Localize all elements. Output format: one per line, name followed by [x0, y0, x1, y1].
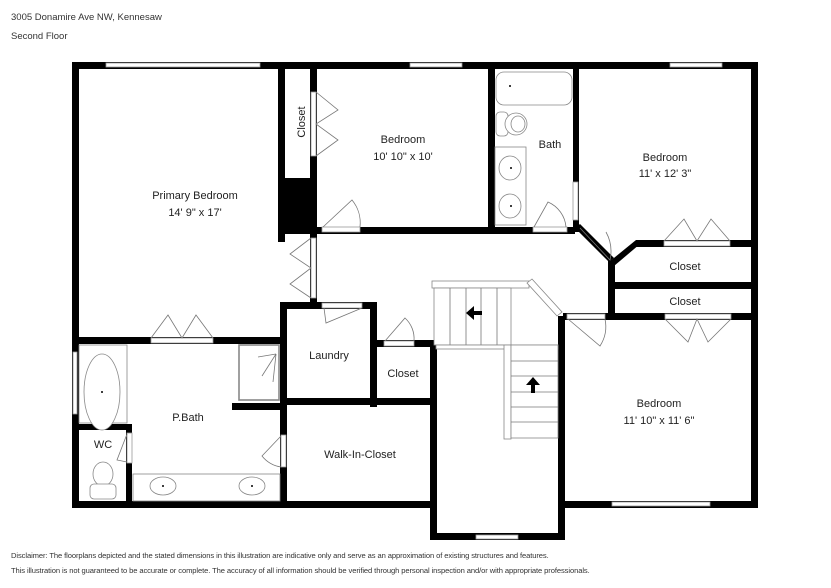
fixtures [78, 71, 573, 502]
closet-lower-right-label: Closet [669, 296, 700, 308]
bedroom-4-name: Bedroom [637, 398, 682, 410]
doors [116, 91, 732, 468]
primary-bedroom-dims: 14' 9" x 17' [168, 207, 221, 219]
bedroom-2-dims: 10' 10" x 10' [373, 151, 432, 163]
property-address: 3005 Donamire Ave NW, Kennesaw [11, 12, 162, 23]
toilet-icon [495, 111, 528, 137]
primary-bedroom-name: Primary Bedroom [152, 190, 238, 202]
bath-label: Bath [539, 139, 562, 151]
sink-icon [498, 155, 522, 181]
arrow-up-icon [526, 377, 540, 393]
bathtub-icon [495, 71, 573, 106]
walk-in-closet-label: Walk-In-Closet [324, 449, 396, 461]
wc-label: WC [94, 439, 112, 451]
windows [72, 62, 723, 540]
sink-icon [238, 476, 266, 496]
closet-hall-label: Closet [387, 368, 418, 380]
disclaimer-line-2: This illustration is not guaranteed to b… [11, 566, 590, 575]
sink-icon [149, 476, 177, 496]
closet-upper-right-label: Closet [669, 261, 700, 273]
closet-vertical-label: Closet [296, 106, 308, 137]
p-bath-label: P.Bath [172, 412, 204, 424]
bedroom-4-dims: 11' 10" x 11' 6" [624, 415, 695, 427]
room-labels: Primary Bedroom 14' 9" x 17' Closet Bedr… [94, 106, 701, 461]
disclaimer-line-1: Disclaimer: The floorplans depicted and … [11, 551, 549, 560]
sink-icon [498, 193, 522, 219]
bedroom-3-dims: 11' x 12' 3" [639, 168, 692, 180]
shower-icon [238, 344, 280, 401]
laundry-label: Laundry [309, 350, 349, 362]
bedroom-3-name: Bedroom [643, 152, 688, 164]
floor-label: Second Floor [11, 31, 68, 42]
oval-tub-icon [78, 344, 128, 431]
bedroom-2-name: Bedroom [381, 134, 426, 146]
arrow-left-icon [466, 306, 482, 320]
staircase [431, 278, 563, 440]
toilet-icon [89, 461, 117, 500]
